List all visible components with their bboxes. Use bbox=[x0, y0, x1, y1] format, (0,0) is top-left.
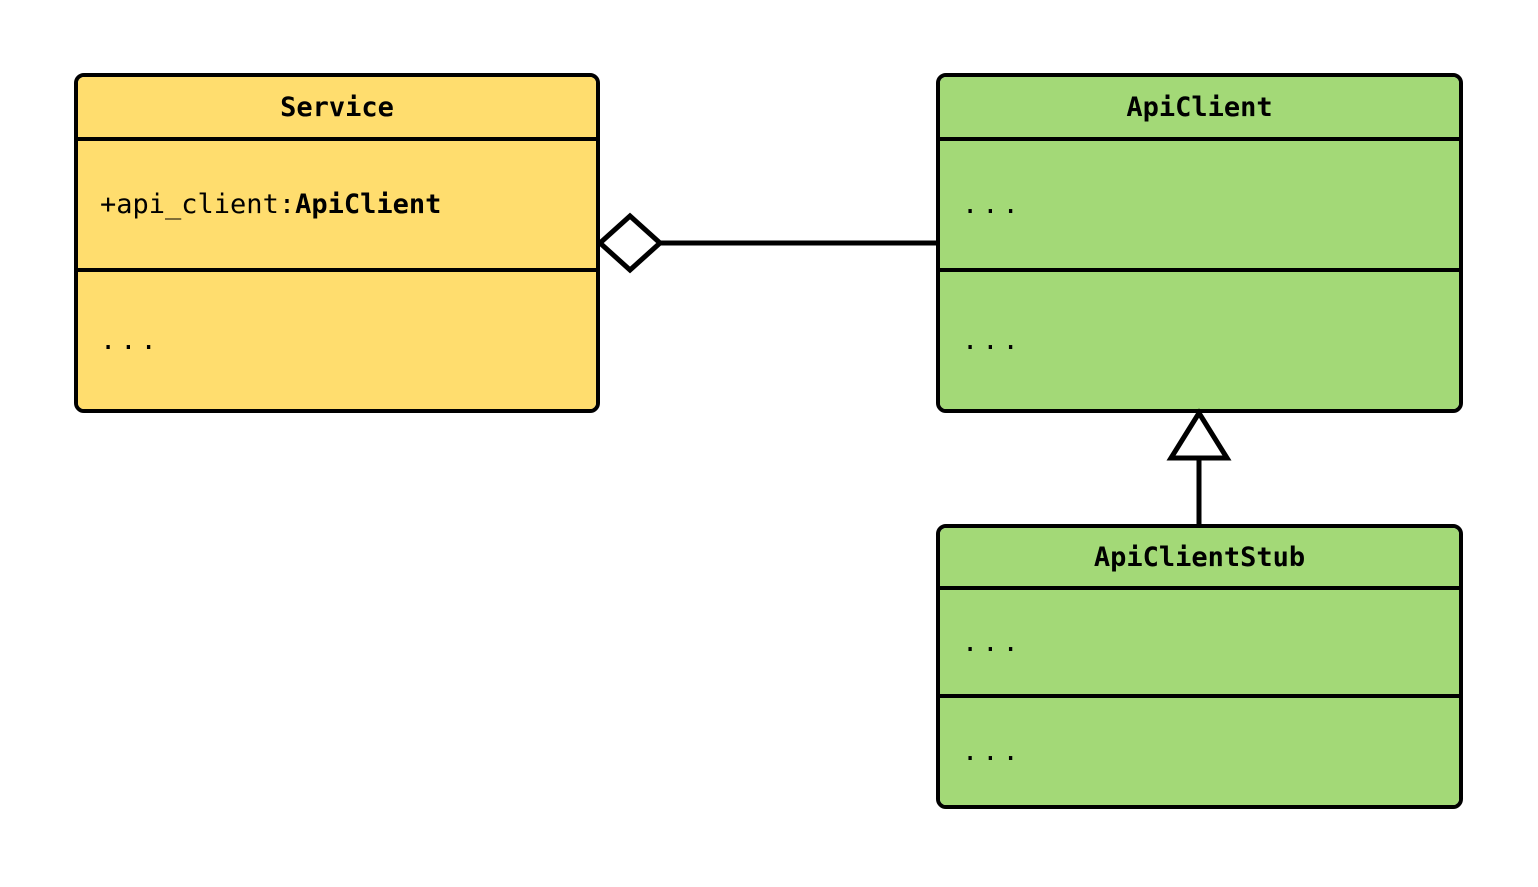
class-box-apiclient[interactable]: ApiClient ... ... bbox=[936, 73, 1463, 413]
class-methods-service: ... bbox=[78, 268, 596, 409]
class-box-apiclientstub[interactable]: ApiClientStub ... ... bbox=[936, 524, 1463, 809]
attribute-name-api-client: api_client: bbox=[116, 189, 296, 220]
relationship-generalization-apistub-apiclient bbox=[1166, 408, 1232, 524]
class-attributes-service: + api_client: ApiClient bbox=[78, 137, 596, 268]
class-title-apiclientstub: ApiClientStub bbox=[940, 528, 1459, 586]
class-methods-apiclientstub: ... bbox=[940, 694, 1459, 805]
methods-ellipsis: ... bbox=[962, 325, 1023, 356]
methods-ellipsis: ... bbox=[100, 325, 161, 356]
class-methods-apiclient: ... bbox=[940, 268, 1459, 409]
relationship-aggregation-service-apiclient bbox=[596, 212, 936, 274]
methods-ellipsis: ... bbox=[962, 736, 1023, 767]
class-title-service: Service bbox=[78, 77, 596, 137]
attributes-ellipsis: ... bbox=[962, 189, 1023, 220]
hollow-diamond-icon bbox=[596, 212, 664, 274]
class-title-apiclient: ApiClient bbox=[940, 77, 1459, 137]
attribute-type-apiclient: ApiClient bbox=[295, 189, 442, 220]
attributes-ellipsis: ... bbox=[962, 626, 1023, 658]
class-attributes-apiclientstub: ... bbox=[940, 586, 1459, 694]
class-box-service[interactable]: Service + api_client: ApiClient ... bbox=[74, 73, 600, 413]
class-attributes-apiclient: ... bbox=[940, 137, 1459, 268]
hollow-triangle-icon bbox=[1166, 408, 1232, 461]
attribute-visibility-marker: + bbox=[100, 189, 117, 220]
